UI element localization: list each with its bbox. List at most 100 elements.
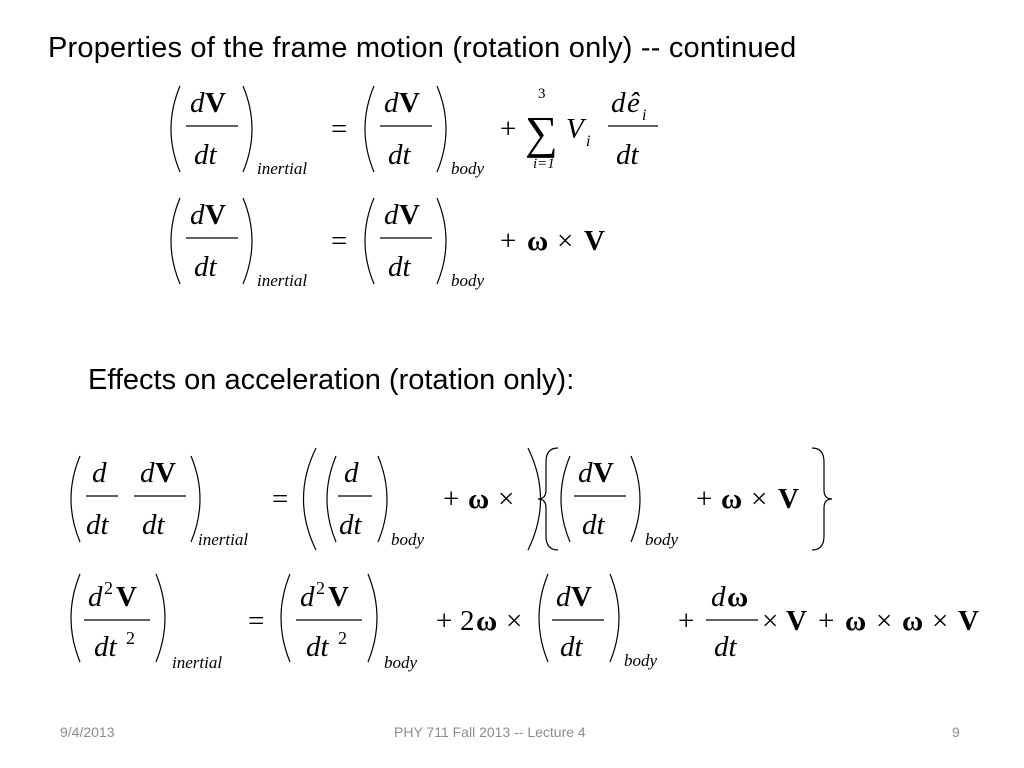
svg-text:2: 2 [460, 605, 475, 637]
eq2-rhs-fraction: d V dt body [364, 197, 485, 290]
svg-text:dt: dt [142, 509, 166, 541]
eq1-V-i: V [566, 113, 587, 145]
eq2-times: × [557, 225, 573, 257]
svg-text:dt: dt [86, 509, 110, 541]
eq3-dV-dt-body: d V dt body [560, 455, 679, 549]
eq3-sub-inertial: inertial [198, 530, 248, 549]
svg-text:d: d [344, 457, 359, 489]
svg-text:dt: dt [582, 509, 606, 541]
svg-text:×: × [506, 605, 522, 637]
eq2-omega: ω [527, 225, 548, 257]
svg-text:V: V [786, 605, 807, 637]
svg-text:d: d [300, 581, 315, 613]
eq1-basis-fraction: d ê i dt [608, 87, 658, 171]
eq3-sub-body-2: body [645, 530, 679, 549]
svg-text:2: 2 [316, 578, 325, 598]
svg-text:ω: ω [721, 483, 742, 515]
svg-text:×: × [751, 483, 767, 515]
svg-text:2: 2 [104, 578, 113, 598]
svg-text:V: V [205, 199, 226, 231]
svg-text:×: × [498, 483, 514, 515]
eq1-basis-ehat: ê [627, 87, 640, 119]
svg-text:V: V [328, 581, 349, 613]
equation-4: d 2 V dt 2 inertial = d 2 V dt 2 body + … [70, 573, 979, 672]
svg-text:V: V [958, 605, 979, 637]
svg-text:d: d [140, 457, 155, 489]
svg-text:×: × [762, 605, 778, 637]
section-subtitle: Effects on acceleration (rotation only): [88, 364, 575, 396]
eq1-lhs-V: V [205, 87, 226, 119]
slide-title: Properties of the frame motion (rotation… [48, 32, 797, 64]
eq2-plus: + [500, 225, 516, 257]
eq3-equals: = [272, 483, 288, 515]
eq4-sub-body-1: body [384, 653, 418, 672]
eq3-d-dt-body: d dt body [326, 455, 425, 549]
svg-text:V: V [116, 581, 137, 613]
svg-text:V: V [571, 581, 592, 613]
eq1-rhs-fraction: d V dt body [364, 85, 485, 178]
svg-text:2: 2 [126, 628, 135, 648]
eq1-rhs-V: V [399, 87, 420, 119]
eq4-rhs-body: d 2 V dt 2 body [280, 573, 418, 672]
eq1-rhs-d: d [384, 87, 399, 119]
svg-text:dt: dt [388, 251, 412, 283]
svg-text:dt: dt [94, 631, 118, 663]
svg-text:dt: dt [560, 631, 584, 663]
svg-text:V: V [155, 457, 176, 489]
eq1-equals: = [331, 113, 347, 145]
svg-text:d: d [711, 581, 726, 613]
svg-text:+: + [818, 605, 834, 637]
svg-text:ω: ω [476, 605, 497, 637]
eq1-rhs-dt: dt [388, 139, 412, 171]
svg-text:2: 2 [338, 628, 347, 648]
svg-text:d: d [88, 581, 103, 613]
eq2-V: V [584, 225, 605, 257]
eq1-basis-i: i [642, 107, 646, 124]
svg-text:d: d [384, 199, 399, 231]
eq1-plus: + [500, 113, 516, 145]
svg-text:dt: dt [194, 251, 218, 283]
svg-text:+: + [436, 605, 452, 637]
svg-text:dt: dt [306, 631, 330, 663]
svg-text:ω: ω [902, 605, 923, 637]
eq2-sub-body: body [451, 271, 485, 290]
eq1-V-i-sub: i [586, 133, 590, 150]
eq4-domega-dt: d ω dt [706, 581, 758, 663]
svg-text:+: + [443, 483, 459, 515]
eq3-sub-body-1: body [391, 530, 425, 549]
eq1-sum-lower: i=1 [533, 156, 555, 172]
svg-text:d: d [92, 457, 107, 489]
svg-text:d: d [556, 581, 571, 613]
eq4-dV-dt-body: d V dt body [538, 573, 658, 670]
svg-text:d: d [578, 457, 593, 489]
eq4-sub-inertial: inertial [172, 653, 222, 672]
svg-text:dt: dt [714, 631, 738, 663]
eq1-basis-dt: dt [616, 139, 640, 171]
svg-text:+: + [696, 483, 712, 515]
svg-text:d: d [190, 199, 205, 231]
eq4-lhs: d 2 V dt 2 inertial [70, 573, 222, 672]
eq2-lhs-fraction: d V dt inertial [170, 197, 307, 290]
eq1-lhs-fraction: d V dt inertial [170, 85, 307, 178]
svg-text:×: × [876, 605, 892, 637]
footer-page-number: 9 [952, 724, 960, 740]
svg-text:ω: ω [845, 605, 866, 637]
eq1-basis-d: d [611, 87, 626, 119]
eq1-sum-upper: 3 [538, 86, 546, 102]
svg-text:V: V [593, 457, 614, 489]
equation-2: d V dt inertial = d V dt body + ω × V [170, 197, 605, 290]
eq4-equals: = [248, 605, 264, 637]
svg-text:V: V [778, 483, 799, 515]
equation-1: d V dt inertial = d V dt body + 3 ∑ i=1 … [170, 85, 658, 178]
eq1-sub-body: body [451, 159, 485, 178]
svg-text:V: V [399, 199, 420, 231]
svg-text:ω: ω [727, 581, 748, 613]
eq1-lhs-d: d [190, 87, 205, 119]
svg-text:×: × [932, 605, 948, 637]
svg-text:dt: dt [339, 509, 363, 541]
footer-date: 9/4/2013 [60, 724, 115, 740]
eq2-equals: = [331, 225, 347, 257]
eq1-lhs-dt: dt [194, 139, 218, 171]
svg-text:ω: ω [468, 483, 489, 515]
eq1-sum: ∑ [525, 107, 558, 158]
